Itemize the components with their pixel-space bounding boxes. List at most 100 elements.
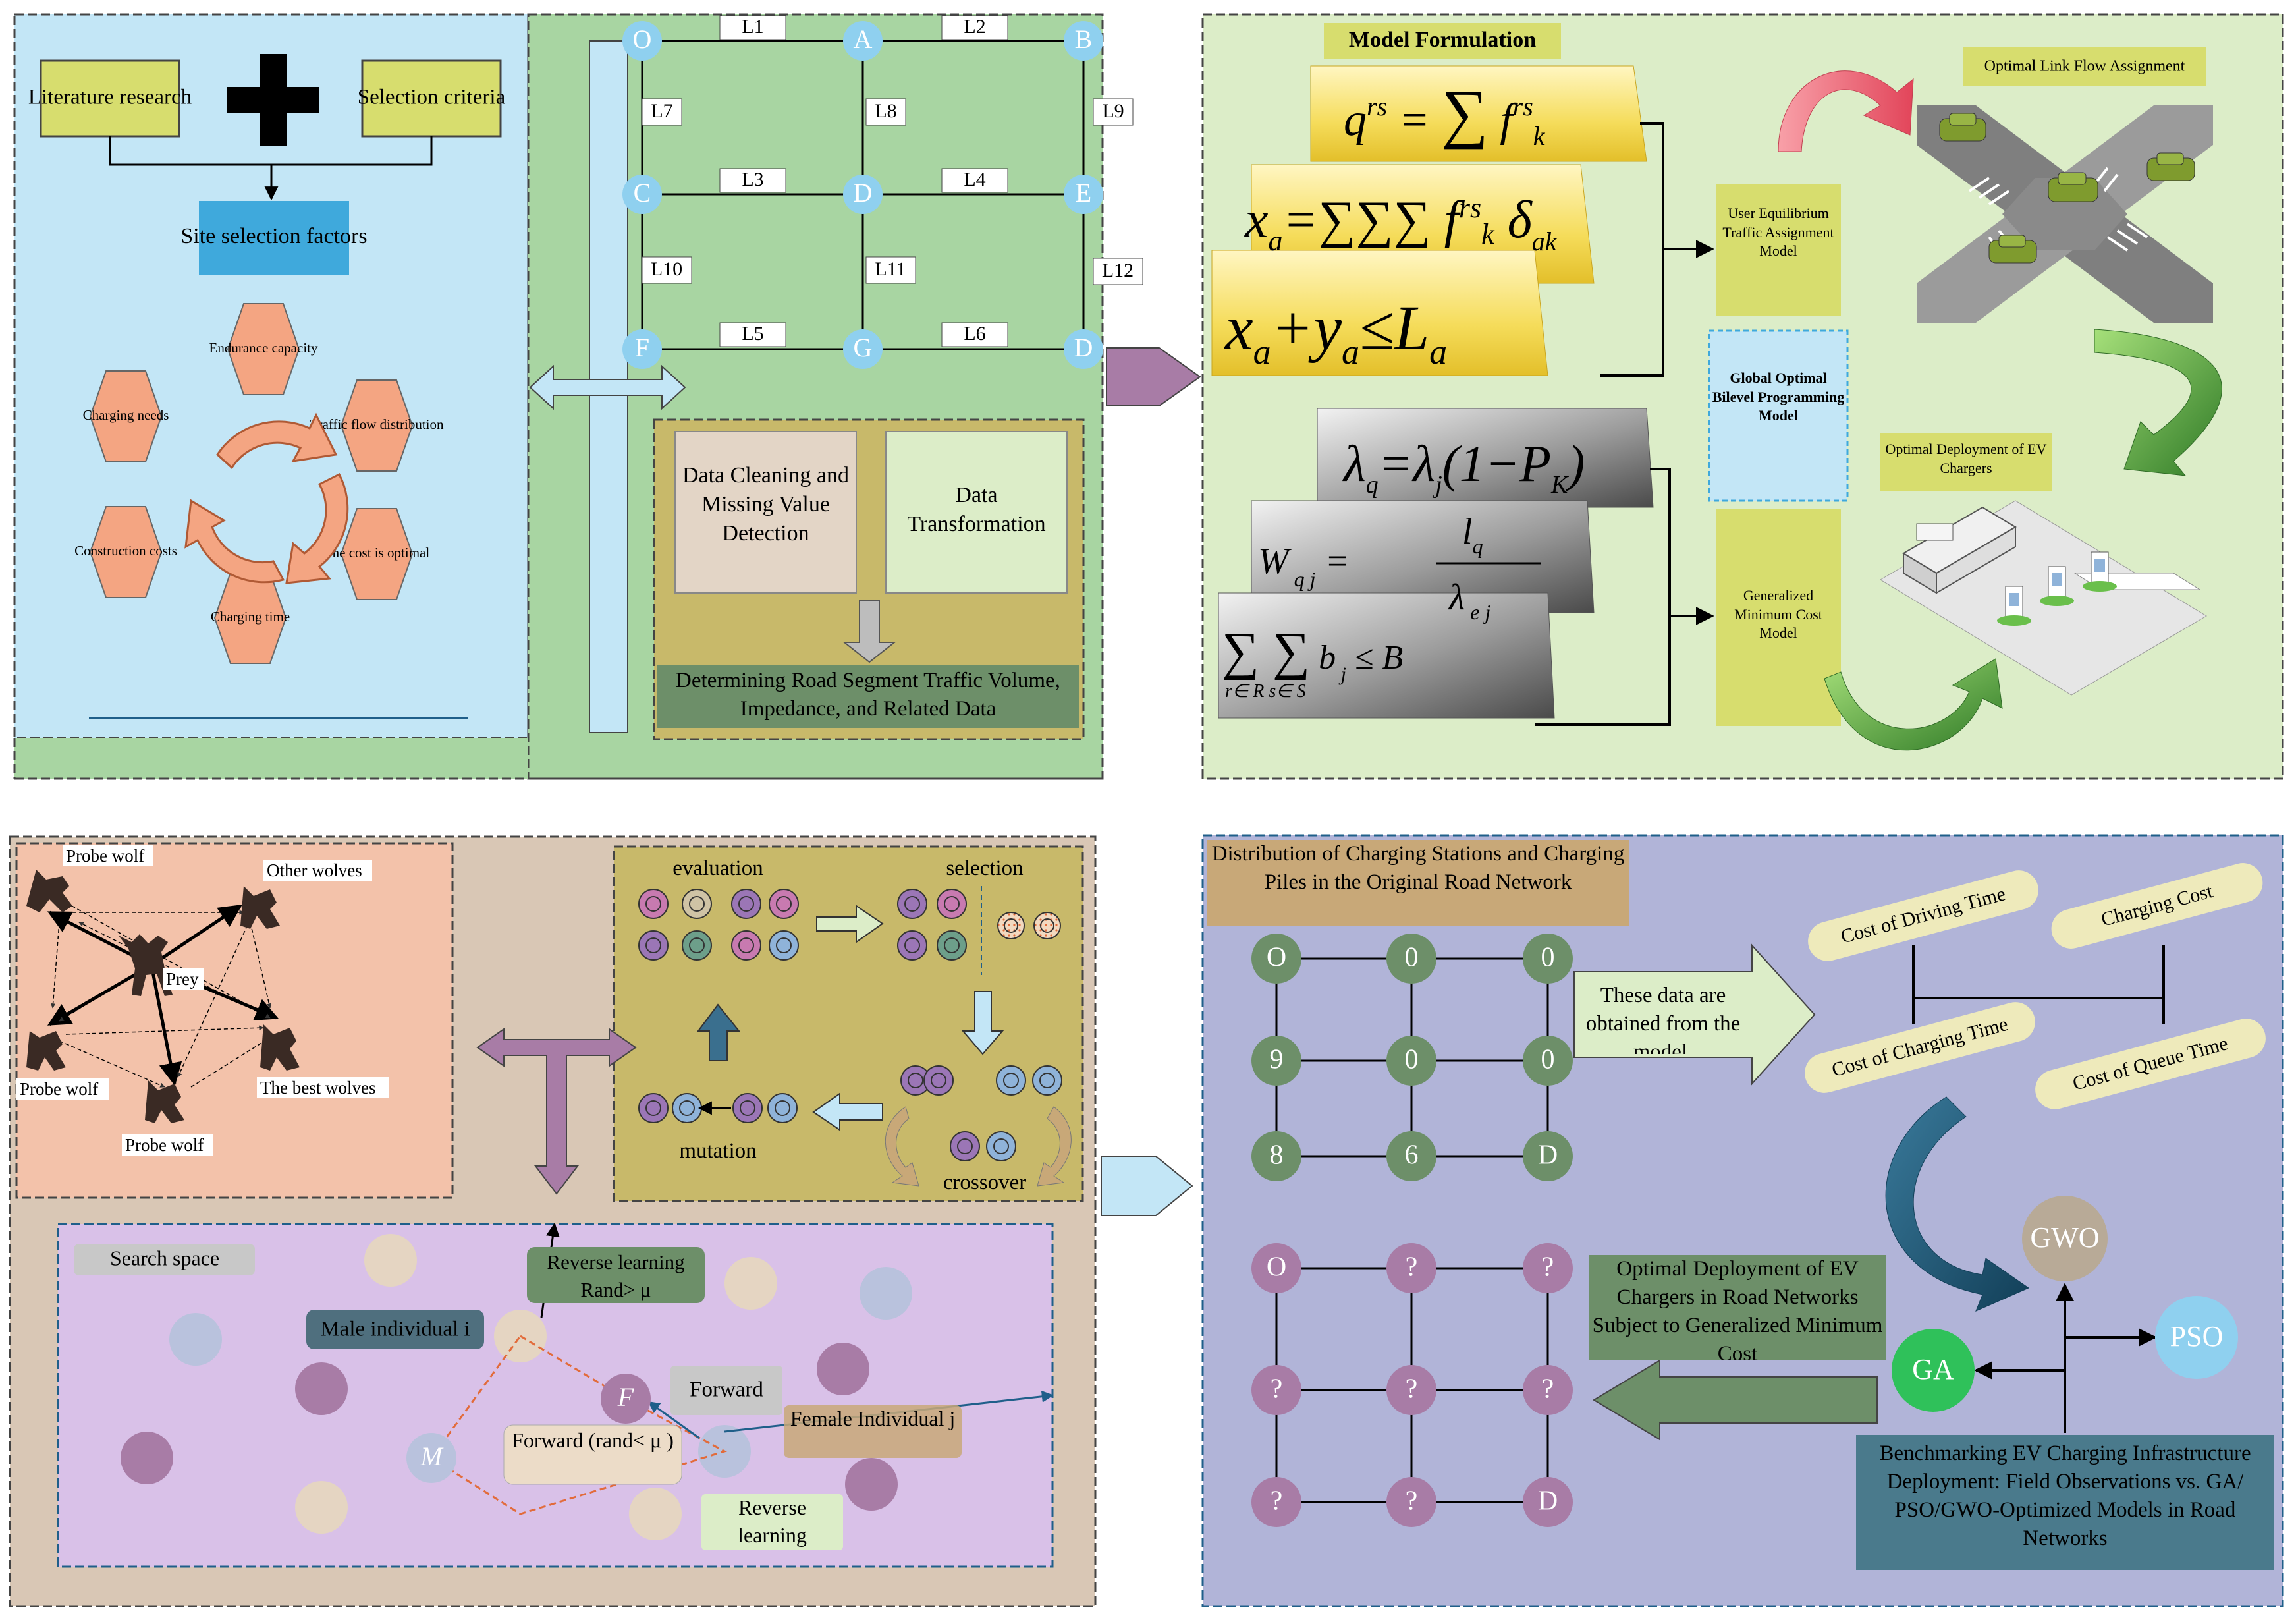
- svg-text:xa+ya≤La: xa+ya≤La: [1224, 293, 1447, 372]
- search-space-label: Search space: [110, 1246, 219, 1270]
- ga-selection: selection: [946, 856, 1023, 880]
- node-label-A: A: [854, 24, 873, 54]
- ga-mutation: mutation: [679, 1139, 756, 1163]
- crossover-group: [900, 1065, 1062, 1161]
- grid2-node-7: ?: [1271, 1486, 1283, 1517]
- svg-text:xa=∑∑∑ frsk δak: xa=∑∑∑ frsk δak: [1244, 191, 1558, 257]
- benchmark-box: [1856, 1435, 2274, 1570]
- original-grid: O 0 0 9 0 0 8 6 D: [1251, 934, 1573, 1181]
- individual-F-label: F: [617, 1382, 634, 1412]
- node-B: [1064, 21, 1103, 61]
- grid2-node-2: ?: [1406, 1252, 1418, 1283]
- determining-label: Determining Road Segment Traffic Volume,…: [676, 669, 1060, 721]
- selected-group: [897, 889, 1061, 961]
- gwo-label: GWO: [2030, 1221, 2099, 1254]
- network-nodes: O A B C D E F G D: [622, 21, 1103, 369]
- transform-label: Data Transformation: [907, 483, 1046, 537]
- intersection-illustration: [1917, 105, 2213, 323]
- hexagon-cost-optimal: [340, 508, 414, 600]
- gmc-box: [1716, 509, 1841, 726]
- label-prey: Prey: [166, 969, 199, 989]
- literature-label: Literature research: [28, 86, 192, 109]
- arrow-to-results: [1101, 1156, 1193, 1216]
- green-curved-arrow: [2094, 329, 2222, 476]
- pso-node: [2155, 1296, 2238, 1379]
- deployment-label: Optimal Deployment of EV Chargers: [1885, 441, 2047, 476]
- down-arrow-gray: [842, 600, 896, 663]
- grid2-node-3: ?: [1542, 1252, 1554, 1283]
- ue-box: [1716, 184, 1841, 316]
- hexagon-cycle: Endurance capacity Traffic flow distribu…: [74, 303, 444, 664]
- optimized-grid: O ? ? ? ? ? ? ? D: [1251, 1243, 1573, 1527]
- deer-icon: [119, 934, 173, 996]
- forward-box-2: [503, 1424, 682, 1485]
- hexagon-label-needs: Charging needs: [83, 407, 169, 423]
- car-icon-3: [2146, 152, 2195, 181]
- red-curved-arrow: [1778, 70, 1914, 152]
- car-icon-1: [1939, 113, 1986, 142]
- reverse-bottom-label: Reverse learning: [738, 1495, 807, 1547]
- reverse-bottom-box: [701, 1494, 843, 1550]
- yellow-formula-cards: [1211, 65, 1647, 376]
- grid1-node-5: 0: [1405, 1045, 1419, 1075]
- node-G: [843, 329, 883, 369]
- ga-node: [1892, 1329, 1975, 1412]
- hexagon-label-time: Charging time: [211, 609, 290, 625]
- hexagon-label-construction: Construction costs: [74, 543, 177, 559]
- green-up-arrow: [1824, 658, 2003, 751]
- search-space-tag: [74, 1244, 255, 1275]
- arrow-to-F: [647, 1401, 700, 1439]
- site-factors-box: [199, 201, 349, 275]
- gray-formula-cards: [1218, 408, 1654, 719]
- link-L10: L10: [651, 258, 682, 280]
- wolf-icon-probe-top: [26, 870, 72, 912]
- ga-evaluation: evaluation: [672, 856, 763, 880]
- grid2-node-1: O: [1267, 1252, 1286, 1283]
- node-label-D: D: [854, 178, 873, 208]
- optimal-label: Optimal Deployment of EV Chargers in Roa…: [1592, 1257, 1883, 1360]
- hexagon-label-cost: The cost is optimal: [324, 545, 430, 561]
- hexagon-label-endurance: Endurance capacity: [209, 340, 318, 356]
- individual-M: [406, 1433, 456, 1483]
- search-individuals: [121, 1234, 912, 1540]
- selection-box: [361, 59, 502, 138]
- hexagon-label-traffic: Traffic flow distribution: [310, 416, 444, 432]
- forward-label-1: Forward: [690, 1378, 763, 1402]
- link-L8: L8: [875, 100, 896, 122]
- cycle-arrows-icon: [184, 412, 349, 584]
- gmc-label: Generalized Minimum Cost Model: [1734, 587, 1822, 642]
- model-title-box: [1324, 23, 1561, 59]
- t-arrow: [476, 1028, 637, 1195]
- individual-F: [601, 1374, 651, 1424]
- node-label-E: E: [1076, 178, 1091, 208]
- wolf-panel: [15, 842, 454, 1199]
- link-L12: L12: [1102, 260, 1134, 281]
- obtained-label: These data are obtained from the model.: [1585, 984, 1741, 1054]
- panel-bottom-strip: [14, 738, 528, 779]
- eval-group: [638, 889, 799, 961]
- link-L7: L7: [651, 100, 672, 122]
- gwo-node: [2022, 1196, 2108, 1281]
- forward-box-1: [670, 1366, 782, 1415]
- node-C: [622, 175, 662, 214]
- charger-icon-3: [2083, 551, 2117, 592]
- grid1-node-9: D: [1538, 1140, 1558, 1171]
- pso-label: PSO: [2170, 1320, 2224, 1353]
- grid1-node-1: O: [1267, 943, 1286, 973]
- teal-curved-arrow: [1885, 1096, 2030, 1312]
- link-L2: L2: [964, 16, 985, 38]
- wolf-labels: Probe wolf Other wolves Prey Probe wolf …: [16, 845, 389, 1156]
- grid2-node-8: ?: [1406, 1486, 1418, 1517]
- node-O: [622, 21, 662, 61]
- bracket-bottom: [1535, 468, 1671, 726]
- grid2-node-5: ?: [1406, 1374, 1418, 1405]
- link-L6: L6: [964, 323, 985, 345]
- svg-text:r∈ R s∈ S: r∈ R s∈ S: [1225, 681, 1306, 702]
- label-probe-wolf-bottom: Probe wolf: [125, 1135, 204, 1155]
- bilevel-box: [1708, 329, 1849, 502]
- ga-crossover: crossover: [943, 1171, 1026, 1194]
- car-icon-4: [1988, 235, 2037, 264]
- ga-arrow-up: [697, 1003, 741, 1061]
- forward-label-2: Forward (rand< μ ): [512, 1428, 674, 1452]
